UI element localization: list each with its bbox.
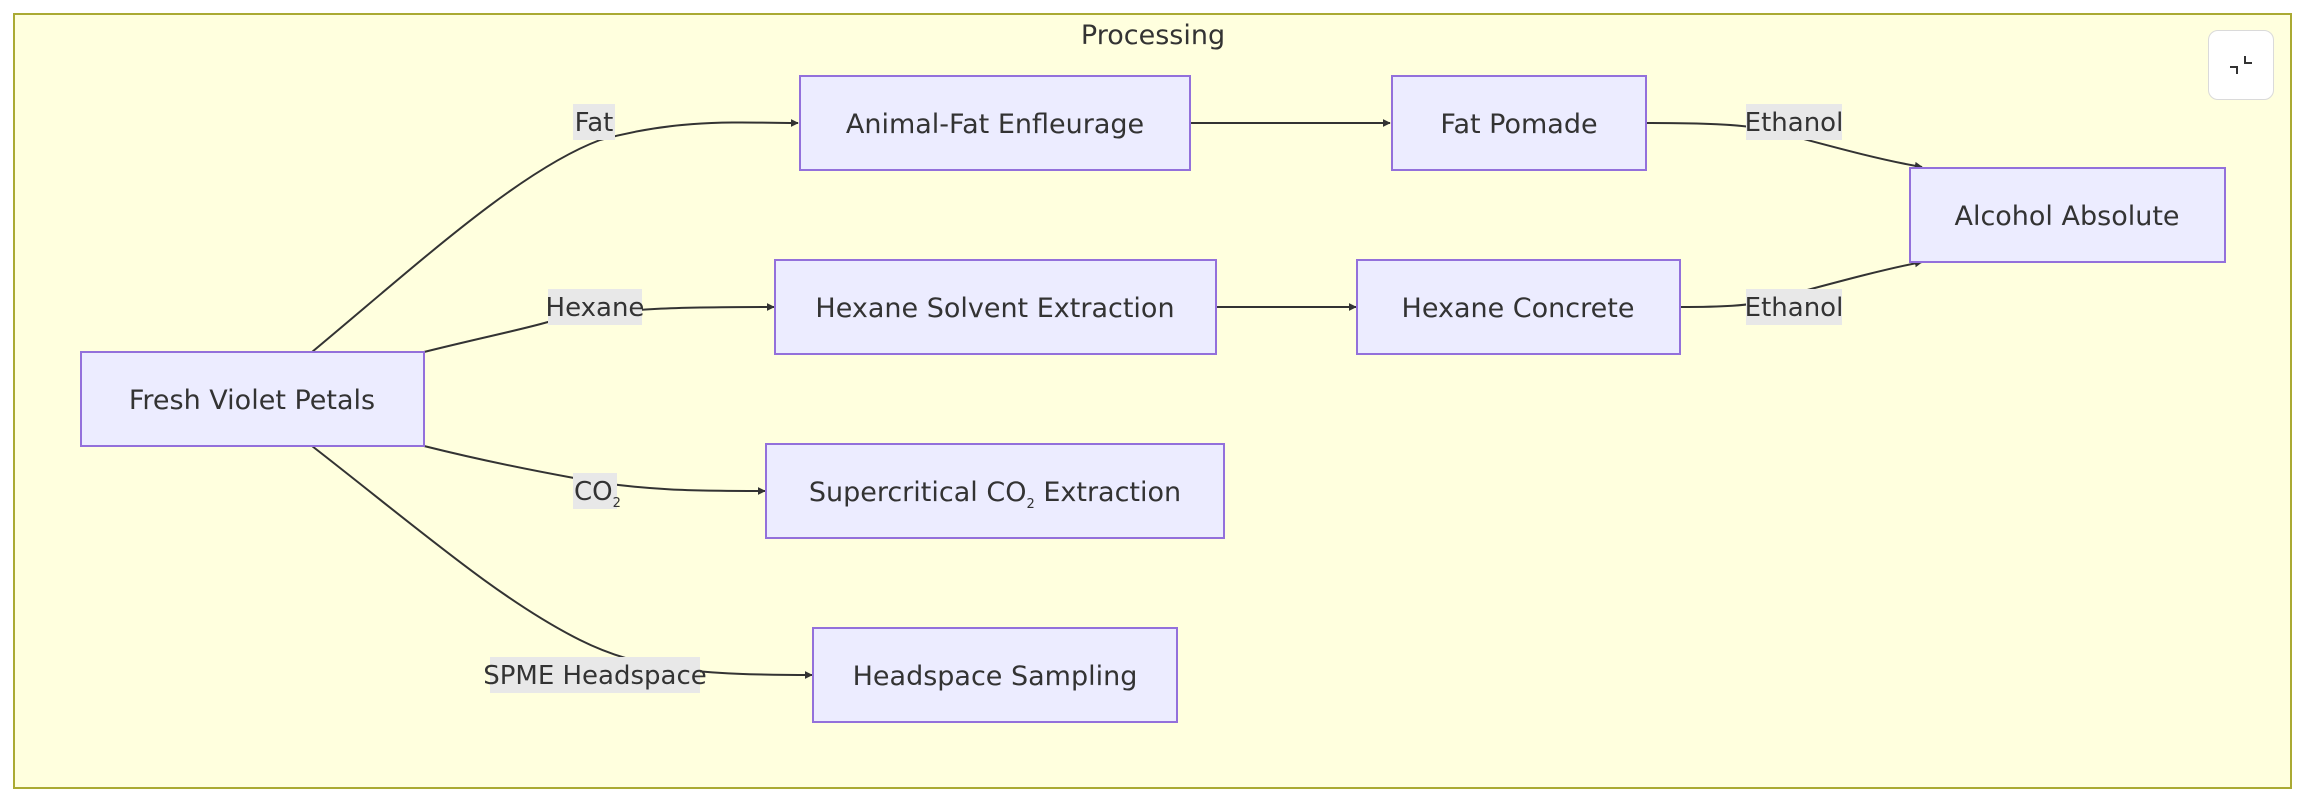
node-alcohol-absolute[interactable]: Alcohol Absolute <box>1909 167 2226 263</box>
node-supercritical-label-main: Supercritical CO <box>809 477 1027 508</box>
node-fat-pomade-label: Fat Pomade <box>1440 109 1597 140</box>
node-hexane-solvent-extraction-box[interactable] <box>774 259 1217 355</box>
edge-petals-to-headspace <box>311 445 813 679</box>
node-headspace-sampling[interactable]: Headspace Sampling <box>812 627 1178 723</box>
node-supercritical-label-suffix: Extraction <box>1035 477 1181 508</box>
node-fresh-violet-petals-box[interactable] <box>80 351 425 447</box>
edge-label-fat: Fat <box>573 104 615 140</box>
edge-labels: Fat Hexane CO2 SPME Headspace Ethanol Et… <box>483 104 1843 693</box>
node-hexane-concrete-box[interactable] <box>1356 259 1681 355</box>
edge-label-co2-text: CO2 <box>574 477 621 511</box>
node-animal-fat-enfleurage-box[interactable] <box>799 75 1191 171</box>
cluster-title: Processing <box>1081 20 1225 51</box>
node-hexane-concrete[interactable]: Hexane Concrete <box>1356 259 1681 355</box>
node-supercritical-co2-extraction-label: Supercritical CO2 Extraction <box>809 477 1181 512</box>
node-supercritical-co2-extraction-box[interactable] <box>765 443 1225 539</box>
node-supercritical-label-subscript: 2 <box>1026 497 1034 512</box>
node-fresh-violet-petals[interactable]: Fresh Violet Petals <box>80 351 425 447</box>
node-alcohol-absolute-label: Alcohol Absolute <box>1954 201 2179 232</box>
edge-label-fat-text: Fat <box>575 108 614 138</box>
edge-label-hexane: Hexane <box>546 289 645 325</box>
edge-label-co2-main: CO <box>574 477 613 507</box>
edge-label-spme-headspace: SPME Headspace <box>483 657 707 693</box>
node-fat-pomade-box[interactable] <box>1391 75 1647 171</box>
edge-label-ethanol-concrete: Ethanol <box>1745 289 1844 325</box>
node-animal-fat-enfleurage-label: Animal-Fat Enfleurage <box>846 109 1144 140</box>
edge-label-co2: CO2 <box>573 473 621 511</box>
collapse-icon <box>2230 56 2252 74</box>
edge-label-ethanol-concrete-text: Ethanol <box>1745 293 1844 323</box>
node-headspace-sampling-box[interactable] <box>812 627 1178 723</box>
collapse-button[interactable] <box>2208 30 2274 100</box>
node-hexane-concrete-label: Hexane Concrete <box>1402 293 1635 324</box>
node-animal-fat-enfleurage[interactable]: Animal-Fat Enfleurage <box>799 75 1191 171</box>
node-hexane-solvent-extraction[interactable]: Hexane Solvent Extraction <box>774 259 1217 355</box>
node-fat-pomade[interactable]: Fat Pomade <box>1391 75 1647 171</box>
edge-label-spme-headspace-text: SPME Headspace <box>483 661 707 691</box>
edge-label-ethanol-pomade-text: Ethanol <box>1745 108 1844 138</box>
edge-label-ethanol-pomade: Ethanol <box>1745 104 1844 140</box>
edge-label-hexane-text: Hexane <box>546 293 645 323</box>
node-headspace-sampling-label: Headspace Sampling <box>853 661 1138 692</box>
edge-label-co2-subscript: 2 <box>613 496 621 511</box>
nodes: Fresh Violet Petals Animal-Fat Enfleurag… <box>80 75 2226 723</box>
node-hexane-solvent-extraction-label: Hexane Solvent Extraction <box>815 293 1174 324</box>
node-alcohol-absolute-box[interactable] <box>1909 167 2226 263</box>
node-supercritical-co2-extraction[interactable]: Supercritical CO2 Extraction <box>765 443 1225 539</box>
node-fresh-violet-petals-label: Fresh Violet Petals <box>129 385 375 416</box>
edge-petals-to-enfleurage <box>311 118 799 353</box>
